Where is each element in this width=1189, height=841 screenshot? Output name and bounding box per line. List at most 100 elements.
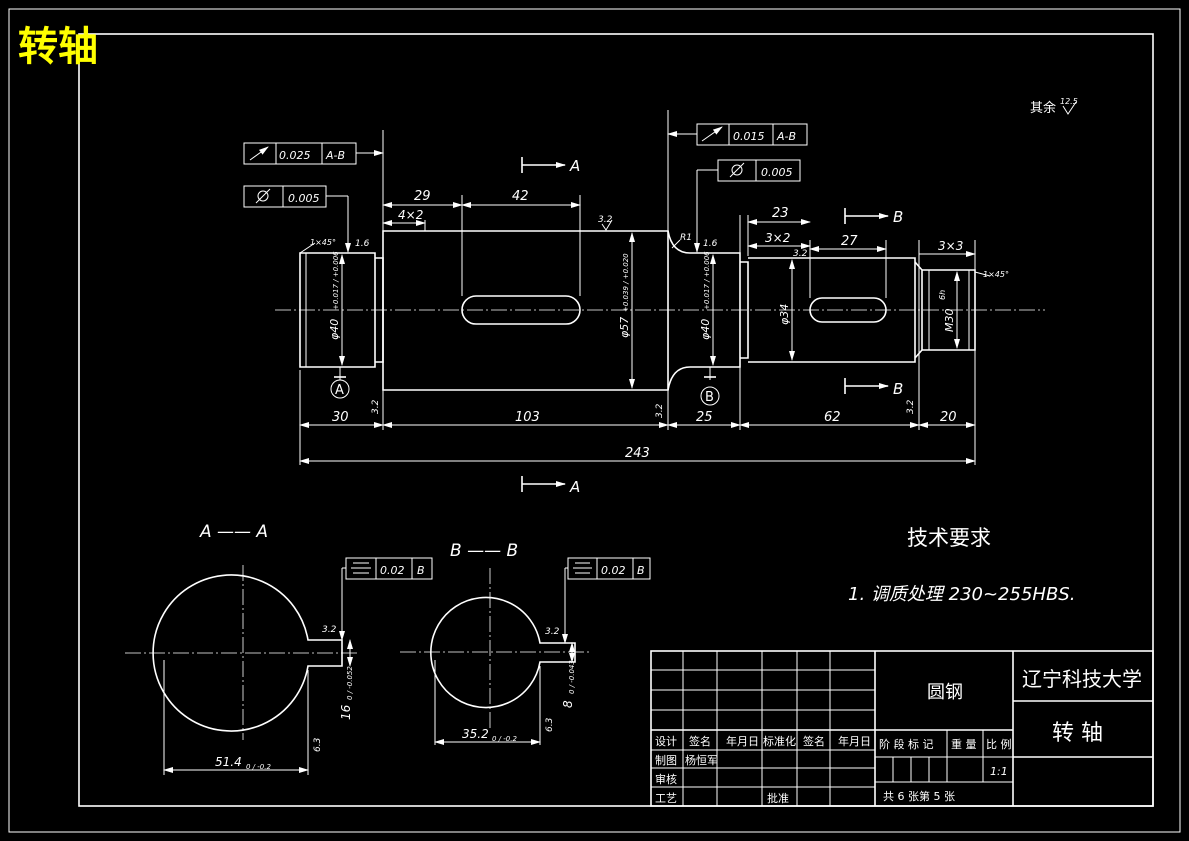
cylindricity-icon [257, 190, 269, 202]
svg-text:A-B: A-B [776, 130, 796, 143]
sec-a-key-tol: 0 / -0.052 [346, 666, 354, 700]
dim-4x2: 4×2 [398, 208, 423, 222]
sec-b-roughness: 3.2 [545, 627, 560, 637]
roughness-symbol-icon [1062, 101, 1077, 115]
section-a-view: A —— A 51.4 0 / -0.2 16 0 / -0.052 3.2 6… [125, 522, 433, 775]
dim-29: 29 [414, 189, 431, 204]
svg-text:0.02: 0.02 [380, 564, 405, 577]
svg-text:B: B [637, 564, 645, 577]
fcf-cyl-right: 0.005 [694, 159, 801, 253]
keyway-b [809, 297, 887, 323]
dim-23: 23 [772, 206, 789, 221]
dia-right-bearing: φ40 [699, 319, 712, 340]
sec-b-key: 8 [561, 700, 575, 708]
svg-text:0.005: 0.005 [761, 166, 793, 179]
thread-tol: 6h [938, 290, 947, 300]
title-block: 圆钢 辽宁科技大学 转 轴 设计 签名 年月日 标准化 签名 年月日 制图 杨恒… [650, 650, 1154, 807]
roughness-3.2-d: 3.2 [655, 403, 665, 418]
tb-sheets: 共 6 张第 5 张 [883, 789, 955, 803]
sec-a-width: 51.4 [215, 755, 242, 769]
tb-scale: 1:1 [990, 765, 1008, 778]
datum-a-label: A [335, 383, 344, 398]
tb-part: 转 轴 [1052, 721, 1103, 746]
svg-text:0.015: 0.015 [733, 130, 765, 143]
sec-b-width-tol: 0 / -0.2 [492, 735, 517, 743]
runout-icon [701, 126, 723, 142]
inner-border [78, 33, 1154, 807]
datum-a-circle [330, 379, 350, 399]
datum-b-label: B [705, 390, 714, 405]
datum-b-circle [700, 386, 720, 406]
section-b-view: B —— B 35.2 0 / -0.2 8 0 / -0.043 3.2 6.… [400, 541, 651, 745]
dim-103: 103 [515, 410, 540, 425]
dia-34: φ34 [778, 304, 791, 325]
fcf-runout-right: 0.015 A-B [667, 123, 808, 146]
thread-spec: M30 [943, 309, 956, 333]
roughness-3.2-b: 3.2 [793, 249, 808, 259]
svg-text:A-B: A-B [325, 149, 345, 162]
tb-h-process: 工艺 [655, 792, 677, 805]
section-b-title: B —— B [450, 541, 518, 561]
keyway-a [461, 295, 581, 325]
tb-h-std: 标准化 [763, 734, 796, 748]
section-a-title: A —— A [199, 522, 268, 542]
tb-material: 圆钢 [927, 682, 963, 703]
tb-h-date: 年月日 [726, 734, 759, 748]
tb-h-sign: 签名 [689, 734, 711, 748]
fcf-sym-b: 0.02 B [562, 557, 651, 644]
section-b-bottom: B [893, 380, 903, 398]
dim-3x2: 3×2 [765, 231, 790, 245]
dim-27: 27 [841, 234, 858, 249]
tb-h-design: 设计 [655, 735, 677, 748]
svg-text:B: B [417, 564, 425, 577]
outer-border [8, 8, 1181, 833]
roughness-1.6-b: 1.6 [703, 239, 718, 249]
roughness-default: 12.5 [1060, 97, 1078, 106]
sec-a-roughness-63: 6.3 [313, 737, 323, 752]
tech-req-item-1: 1. 调质处理 230~255HBS. [848, 584, 1075, 605]
roughness-3.2-a: 3.2 [598, 215, 613, 225]
dim-30: 30 [332, 410, 349, 425]
tech-req-heading: 技术要求 [907, 526, 991, 550]
sec-b-key-tol: 0 / -0.043 [568, 660, 576, 694]
sec-b-width: 35.2 [462, 727, 489, 741]
cylindricity-icon [731, 164, 743, 176]
dia-left: φ40 [328, 319, 341, 340]
tb-h-scale: 比 例 [986, 737, 1012, 751]
roughness-3.2-e: 3.2 [906, 399, 916, 414]
roughness-1.6-a: 1.6 [355, 239, 370, 249]
runout-icon [249, 146, 269, 161]
tb-h-draw: 制图 [655, 754, 677, 767]
dim-25: 25 [696, 410, 713, 425]
section-b-top: B [893, 208, 903, 226]
shaft-main-view: 29 42 4×2 23 3×2 27 3×3 30 103 25 62 20 … [243, 110, 1045, 496]
sec-b-roughness-63: 6.3 [545, 717, 555, 732]
svg-text:0.02: 0.02 [601, 564, 626, 577]
dim-20: 20 [940, 410, 957, 425]
sec-a-width-tol: 0 / -0.2 [246, 763, 271, 771]
fcf-runout-left: 0.025 A-B [243, 142, 384, 165]
tb-h-weight: 重 量 [951, 737, 977, 751]
fcf-cyl-left: 0.005 [243, 185, 351, 253]
roughness-note: 其余 [1030, 100, 1056, 116]
tb-h-stage: 阶 段 标 记 [879, 737, 934, 751]
tb-school: 辽宁科技大学 [1022, 667, 1142, 691]
dim-3x3: 3×3 [938, 239, 963, 253]
dia-right-bearing-tol: +0.017 / +0.006 [703, 251, 711, 310]
drawing-title: 转轴 [18, 24, 98, 70]
tb-drawer: 杨恒军 [685, 753, 718, 767]
dia-left-tol: +0.017 / +0.006 [332, 251, 340, 310]
dim-62: 62 [824, 410, 841, 425]
chamfer-left: 1×45° [310, 238, 336, 247]
svg-text:0.005: 0.005 [288, 192, 320, 205]
dim-243: 243 [625, 446, 650, 461]
svg-text:0.025: 0.025 [279, 149, 311, 162]
sec-a-key: 16 [339, 704, 353, 720]
section-a-bottom: A [569, 478, 580, 496]
chamfer-right: 1×45° [983, 270, 1009, 279]
tb-h-sign2: 签名 [803, 734, 825, 748]
tb-h-approve: 批准 [767, 791, 789, 805]
roughness-3.2-c: 3.2 [371, 399, 381, 414]
dia-mid-tol: +0.039 / +0.020 [622, 253, 630, 312]
